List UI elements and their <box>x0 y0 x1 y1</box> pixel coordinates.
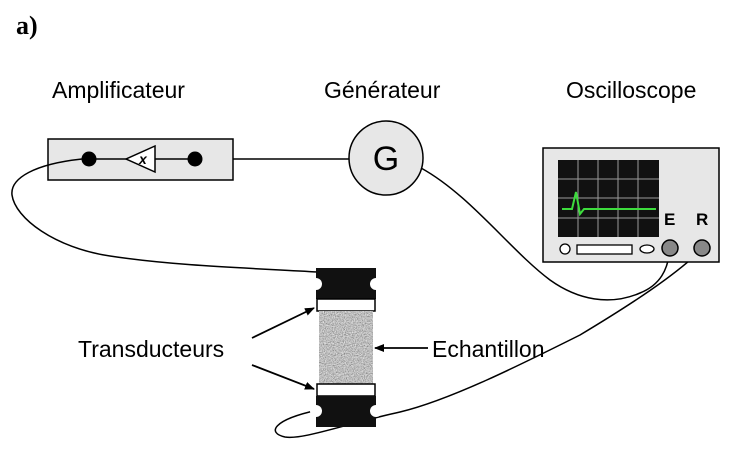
sample-texture <box>319 311 373 384</box>
oscilloscope-label: Oscilloscope <box>566 77 696 103</box>
amp-transducer-cable <box>11 158 319 273</box>
amplifier-triangle-icon <box>124 144 156 174</box>
receive-connector <box>693 239 711 257</box>
top-transducer-notch-left <box>310 278 322 290</box>
generator: G <box>348 120 424 196</box>
amplifier-gain-symbol: x <box>138 151 148 167</box>
amplifier-input-terminal <box>81 151 97 167</box>
control-strip <box>576 244 633 255</box>
transducer-arrow-top <box>251 307 315 339</box>
amplifier-output-terminal <box>187 151 203 167</box>
generator-label: Générateur <box>324 77 441 103</box>
sample-assembly <box>310 268 382 427</box>
power-indicator <box>559 243 571 255</box>
receive-cable <box>274 248 703 439</box>
signal-trace <box>562 191 656 217</box>
generator-symbol: G <box>373 140 399 178</box>
sample-label: Echantillon <box>432 336 545 362</box>
bottom-transducer-notch-right <box>370 405 382 417</box>
bottom-transducer-plate <box>316 383 376 397</box>
amplifier-label: Amplificateur <box>52 77 185 103</box>
emit-channel-label: E <box>664 210 675 229</box>
top-transducer-notch-right <box>370 278 382 290</box>
bottom-transducer-notch-left <box>310 405 322 417</box>
transducers-label: Transducteurs <box>78 336 224 362</box>
generator-circle <box>348 120 424 196</box>
control-knob <box>639 244 655 254</box>
bottom-transducer <box>316 396 376 427</box>
transducer-arrow-bottom <box>251 364 315 390</box>
oscilloscope: E R <box>542 147 720 263</box>
top-transducer <box>316 268 376 299</box>
panel-label: a) <box>16 11 38 40</box>
generator-emit-cable <box>420 167 671 301</box>
receive-channel-label: R <box>696 210 708 229</box>
amplifier: x <box>47 138 234 181</box>
top-transducer-plate <box>316 298 376 312</box>
emit-connector <box>661 239 679 257</box>
